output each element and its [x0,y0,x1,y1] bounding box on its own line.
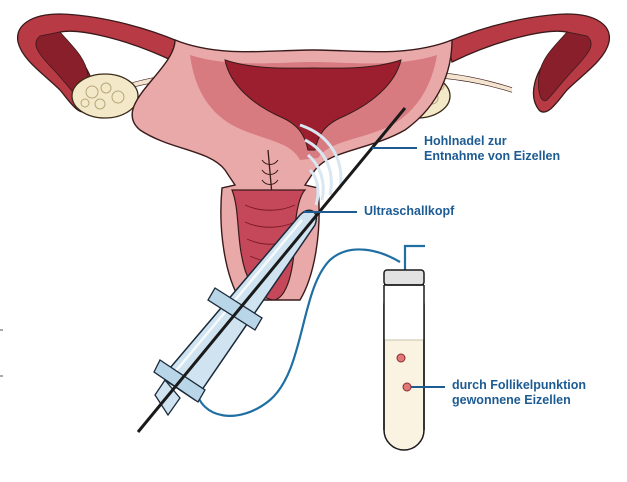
ultraschallkopf-label: Ultraschallkopf [364,204,454,219]
eizellen-label: durch Follikelpunktion gewonnene Eizelle… [452,378,586,408]
ultraschallkopf-label-text: Ultraschallkopf [364,204,454,219]
egg-cell-icon [397,354,405,362]
hohlnadel-label-line1: Hohlnadel zur [424,134,560,149]
hohlnadel-label: Hohlnadel zur Entnahme von Eizellen [424,134,560,164]
tube-outlet-line [405,246,425,270]
eizellen-label-line1: durch Follikelpunktion [452,378,586,393]
ovary-left-icon [72,74,138,118]
egg-cell-icon [403,383,411,391]
eizellen-label-line2: gewonnene Eizellen [452,393,586,408]
hohlnadel-label-line2: Entnahme von Eizellen [424,149,560,164]
